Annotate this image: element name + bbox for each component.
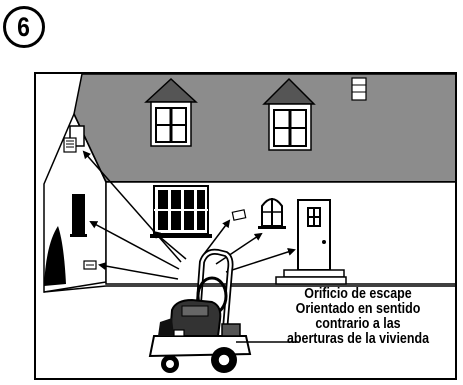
step-number: 6: [18, 14, 31, 41]
gable-dark-window: [70, 194, 87, 237]
illustration-frame: Orificio de escape Orientado en sentido …: [34, 72, 457, 380]
front-wall: [44, 182, 457, 292]
step-number-badge: 6: [3, 6, 45, 48]
wall-vent: [232, 210, 245, 220]
chimney: [352, 78, 366, 100]
caption-line-2: Orientado en sentido: [276, 302, 439, 317]
exhaust-caption: Orificio de escape Orientado en sentido …: [263, 287, 453, 347]
caption-line-3: contrario a las: [276, 317, 439, 332]
gable-vent: [84, 261, 96, 269]
caption-line-4: aberturas de la vivienda: [276, 332, 439, 347]
front-window: [150, 186, 212, 238]
caption-line-1: Orificio de escape: [276, 287, 439, 302]
roof: [74, 74, 457, 182]
